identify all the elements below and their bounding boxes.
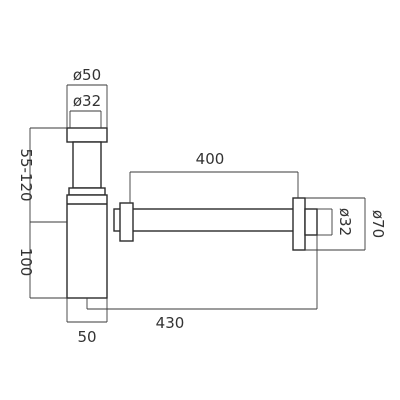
- label-height-adjust: 55-120: [17, 148, 35, 201]
- outlet-pipe: [131, 208, 295, 232]
- dimension-lines: [29, 84, 366, 323]
- dimension-labels: ø50 ø32 55-120 100 50 400 430 ø32 ø70: [17, 66, 387, 346]
- pipe-nut: [119, 202, 134, 242]
- tube-collar: [68, 187, 106, 196]
- inlet-tube: [72, 141, 102, 189]
- trap-assembly: [66, 127, 108, 299]
- top-cap: [66, 127, 108, 143]
- label-body-height: 100: [17, 248, 35, 277]
- label-outlet-diameter: ø32: [336, 208, 354, 236]
- label-flange-diameter: ø70: [369, 210, 387, 238]
- label-body-width: 50: [77, 328, 96, 346]
- trap-body: [66, 194, 108, 299]
- label-pipe-length: 400: [196, 150, 225, 168]
- wall-spigot: [304, 208, 318, 236]
- label-total-length: 430: [156, 314, 185, 332]
- outlet-assembly: [113, 197, 318, 251]
- label-outer-diameter-top: ø50: [73, 66, 101, 84]
- label-inner-diameter-top: ø32: [73, 92, 101, 110]
- wall-flange: [292, 197, 306, 251]
